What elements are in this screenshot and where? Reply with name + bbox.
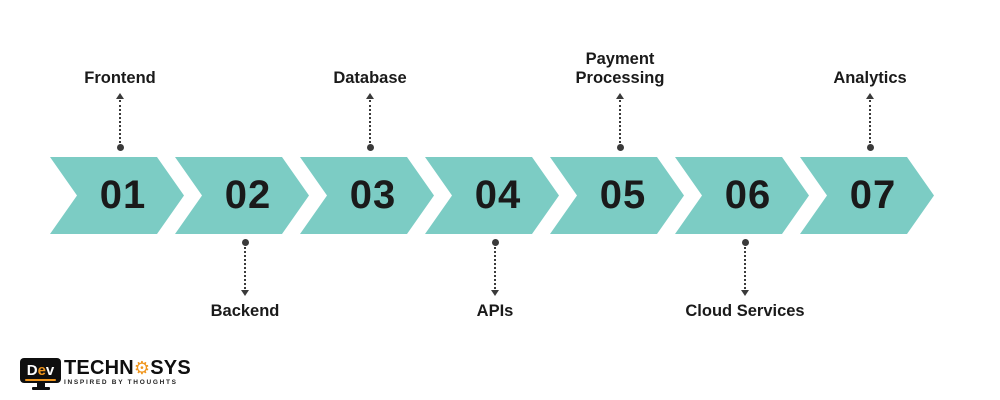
dotted-arrow-up-icon [113, 93, 127, 151]
step-label-bottom: Cloud Services [678, 302, 812, 320]
connector-dot [616, 144, 624, 151]
monitor-base [31, 387, 50, 390]
dotted-line [244, 247, 246, 289]
arrowhead-up-icon [366, 93, 374, 99]
dotted-line [369, 100, 371, 143]
dotted-arrow-up-icon [363, 93, 377, 151]
process-step: APIs 04 APIs [425, 0, 559, 400]
logo-tagline: INSPIRED BY THOUGHTS [64, 379, 178, 386]
arrowhead-down-icon [491, 290, 499, 296]
process-step: Backend 02 Backend [175, 0, 309, 400]
logo-name-part1: TECHN [64, 357, 134, 379]
monitor-stripe [25, 379, 56, 381]
process-step: Cloud Services 06 Cloud Services [675, 0, 809, 400]
connector-dot [241, 239, 249, 246]
connector-dot [491, 239, 499, 246]
dotted-arrow-down-icon [488, 239, 502, 296]
step-label-text: Database [333, 68, 407, 87]
arrowhead-down-icon [741, 290, 749, 296]
step-label-top: Analytics [803, 0, 937, 87]
dotted-line [119, 100, 121, 143]
dotted-line [869, 100, 871, 143]
step-label-bottom: Backend [178, 302, 312, 320]
dotted-arrow-down-icon [738, 239, 752, 296]
dotted-line [619, 100, 621, 143]
chevron-arrow: 07 [800, 157, 934, 234]
chevron-arrow: 05 [550, 157, 684, 234]
connector-dot [741, 239, 749, 246]
arrowhead-up-icon [866, 93, 874, 99]
dotted-arrow-up-icon [863, 93, 877, 151]
step-number: 04 [474, 173, 522, 217]
logo-name-part2: SYS [150, 357, 191, 379]
devtechnosys-logo: Dev TECHN⚙SYS INSPIRED BY THOUGHTS [20, 358, 191, 390]
connector-dot [366, 144, 374, 151]
step-label-text: Analytics [833, 68, 907, 87]
step-label-text: Backend [210, 302, 280, 320]
step-number: 02 [224, 173, 272, 217]
process-step: Frontend 01 Frontend [50, 0, 184, 400]
step-number: 03 [349, 173, 397, 217]
step-label-bottom: APIs [428, 302, 562, 320]
step-number: 06 [724, 173, 772, 217]
arrowhead-up-icon [116, 93, 124, 99]
dotted-arrow-down-icon [238, 239, 252, 296]
monitor-icon: Dev [20, 358, 61, 390]
chevron-arrow: 02 [175, 157, 309, 234]
step-number: 05 [599, 173, 647, 217]
step-label-top: Payment Processing [553, 0, 687, 87]
dotted-arrow-up-icon [613, 93, 627, 151]
process-step: Database 03 Database [300, 0, 434, 400]
logo-monitor-text: Dev [26, 362, 55, 379]
chevron-arrow: 06 [675, 157, 809, 234]
step-label-text: APIs [476, 302, 514, 320]
arrowhead-up-icon [616, 93, 624, 99]
step-label-top: Database [303, 0, 437, 87]
arrowhead-down-icon [241, 290, 249, 296]
step-label-text: Payment Processing [575, 50, 665, 87]
chevron-arrow: 01 [50, 157, 184, 234]
dotted-line [744, 247, 746, 289]
connector-dot [116, 144, 124, 151]
step-label-text: Cloud Services [685, 302, 805, 320]
chevron-arrow: 04 [425, 157, 559, 234]
step-label-top: Frontend [53, 0, 187, 87]
dotted-line [494, 247, 496, 289]
monitor-stand [36, 383, 45, 387]
process-step: Analytics 07 Analytics [800, 0, 934, 400]
gear-icon: ⚙ [133, 358, 151, 378]
step-number: 07 [849, 173, 897, 217]
chevron-arrow: 03 [300, 157, 434, 234]
connector-dot [866, 144, 874, 151]
process-step: Payment Processing 05 Payment Processing [550, 0, 684, 400]
step-label-text: Frontend [84, 68, 156, 87]
logo-name: TECHN⚙SYS INSPIRED BY THOUGHTS [64, 358, 191, 387]
step-number: 01 [99, 173, 147, 217]
